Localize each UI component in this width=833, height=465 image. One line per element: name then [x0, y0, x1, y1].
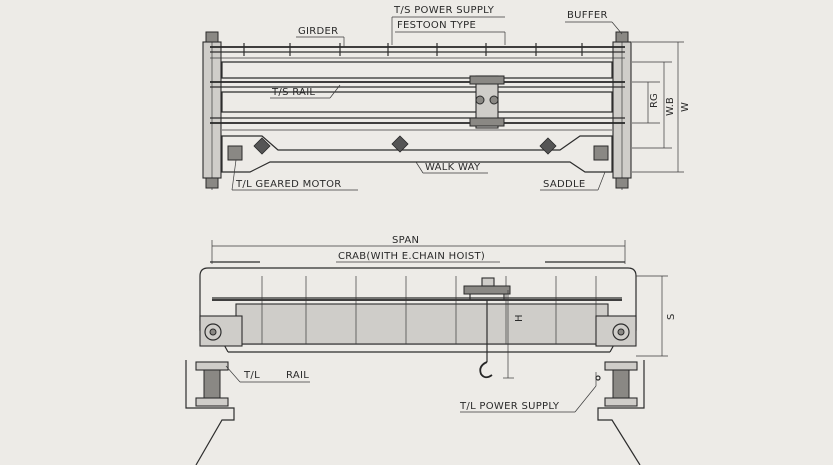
elevation-view — [185, 240, 668, 465]
walkway-diamonds — [253, 135, 557, 155]
label-rg: RG — [649, 93, 660, 108]
label-s: S — [666, 314, 677, 320]
label-saddle: SADDLE — [543, 179, 585, 190]
right-end-carriage — [595, 315, 637, 347]
tl-geared-motor-right — [593, 145, 609, 161]
label-festoon-type: FESTOON TYPE — [397, 20, 476, 31]
left-buffer-top — [205, 31, 219, 43]
right-support — [597, 360, 645, 465]
left-support — [185, 360, 235, 465]
label-buffer: BUFFER — [567, 10, 608, 21]
label-h: H — [514, 314, 525, 322]
label-span: SPAN — [392, 235, 419, 246]
left-buffer-bottom — [205, 177, 219, 189]
label-tl-power-supply: T/L POWER SUPPLY — [459, 401, 560, 412]
elevation-leaders — [225, 365, 597, 413]
label-rail: RAIL — [286, 370, 309, 381]
label-tl: T/L — [243, 370, 260, 381]
right-buffer-top — [615, 31, 629, 43]
label-walk-way: WALK WAY — [425, 162, 481, 173]
right-buffer-bottom — [615, 177, 629, 189]
left-rail — [195, 361, 229, 407]
festoon-hangers — [243, 43, 583, 56]
plan-dimensions — [632, 41, 684, 173]
plan-view — [202, 16, 684, 191]
label-w: W — [680, 102, 691, 112]
right-rail — [604, 361, 638, 407]
hook-icon — [479, 361, 493, 379]
walkway-plate — [221, 135, 613, 173]
trolley-plan — [469, 75, 505, 129]
tl-geared-motor-left — [227, 145, 243, 161]
label-tl-geared-motor: T/L GEARED MOTOR — [235, 179, 342, 190]
label-wb: W.B — [665, 97, 676, 116]
label-crab: CRAB(WITH E.CHAIN HOIST) — [338, 251, 485, 262]
plan-leaders — [231, 16, 623, 191]
hoist-trolley — [463, 277, 511, 300]
girder-web — [235, 303, 609, 345]
label-ts-rail: T/S RAIL — [271, 87, 315, 98]
label-girder: GIRDER — [298, 26, 338, 37]
label-ts-power-supply: T/S POWER SUPPLY — [393, 5, 495, 16]
